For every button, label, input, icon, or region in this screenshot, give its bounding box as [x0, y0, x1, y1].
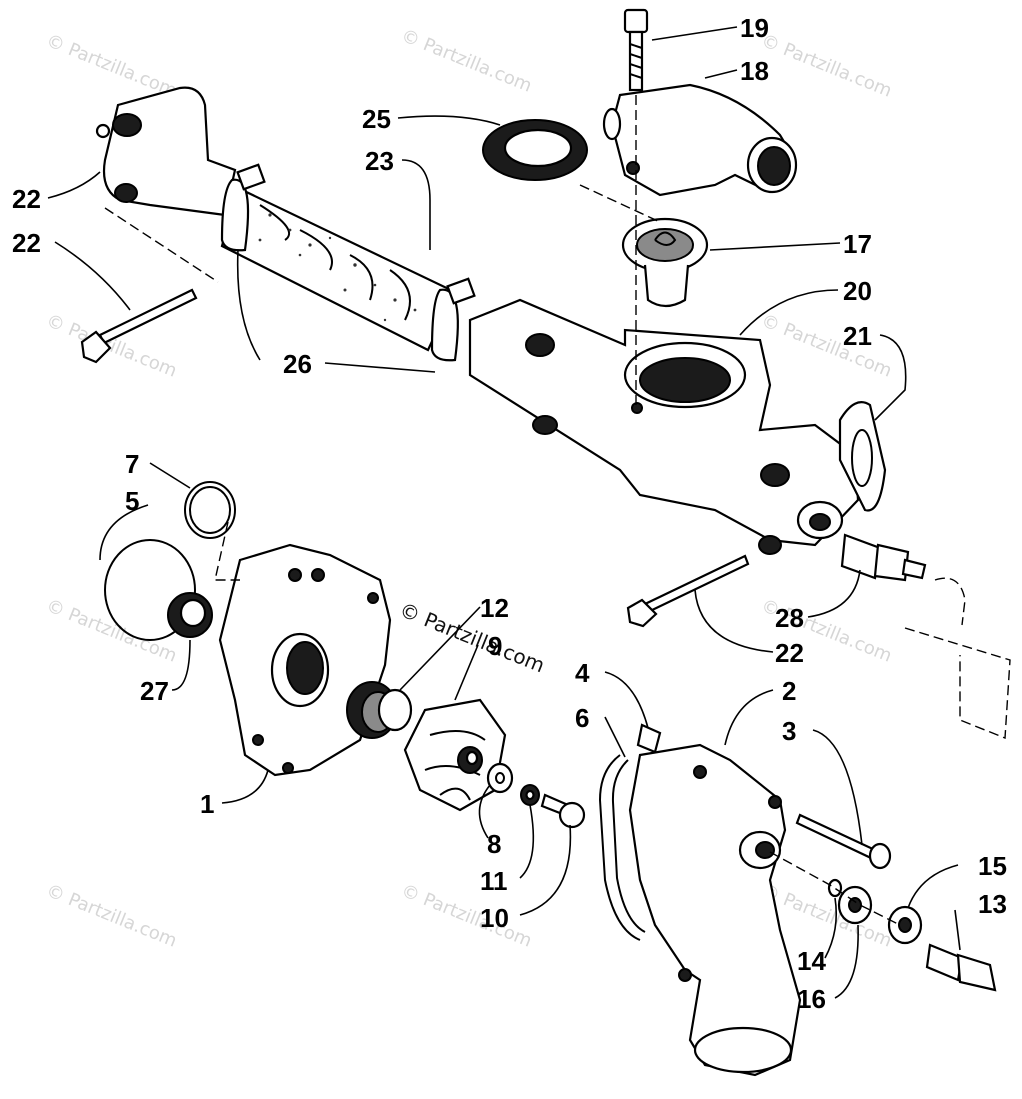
leader-lines [47, 26, 961, 999]
watermark: © Partzilla.com [758, 310, 895, 382]
callout-11: 11 [480, 866, 508, 896]
callout-21: 21 [843, 321, 872, 351]
callout-22-bottom: 22 [775, 638, 804, 668]
part-15-washer [887, 905, 923, 945]
callout-8: 8 [487, 829, 501, 859]
part-23-hose-fitting [95, 86, 237, 217]
watermark: © Partzilla.com [398, 25, 535, 97]
part-16-washer [837, 885, 873, 925]
callout-7: 7 [125, 449, 139, 479]
part-11-lock-washer [520, 784, 540, 806]
callout-3: 3 [782, 716, 796, 746]
part-13-drain-plug [925, 943, 997, 992]
part-25-hose-clamp [220, 163, 476, 362]
callout-4: 4 [575, 658, 590, 688]
callout-22-top: 22 [12, 228, 41, 258]
watermark: © Partzilla.com [43, 880, 180, 952]
callout-16: 16 [797, 984, 826, 1014]
part-17-thermostat [621, 217, 709, 308]
callout-19: 19 [740, 13, 769, 43]
callout-9: 9 [488, 631, 502, 661]
callout-14: 14 [797, 946, 826, 976]
callout-13: 13 [978, 889, 1007, 919]
part-28-temp-sensor [840, 533, 1011, 740]
callout-12: 12 [480, 593, 509, 623]
callout-26: 25 [362, 104, 391, 134]
callout-layer: 19 18 25 23 22 22 17 20 21 26 7 5 12 28 … [12, 13, 1007, 1014]
callout-17: 17 [843, 229, 872, 259]
part-12-mechanical-seal [346, 681, 413, 739]
part-6-o-ring [598, 754, 646, 941]
part-21-gasket [838, 401, 887, 512]
part-18-elbow [602, 83, 798, 197]
callout-25: 26 [283, 349, 312, 379]
part-3-bolt [795, 813, 892, 870]
part-20-water-manifold [468, 298, 860, 555]
part-27-seal [167, 592, 213, 638]
part-14-o-ring [827, 878, 843, 898]
callout-28: 28 [775, 603, 804, 633]
callout-10: 10 [480, 903, 509, 933]
callout-2: 2 [782, 676, 796, 706]
watermark-center: © Partzilla.com [396, 597, 548, 677]
part-2-pump-cover [628, 743, 802, 1077]
part-4-dowel-pin [636, 723, 662, 754]
callout-23: 22 [12, 184, 41, 214]
callout-24: 23 [365, 146, 394, 176]
callout-6: 6 [575, 703, 589, 733]
watermark: © Partzilla.com [43, 310, 180, 382]
part-1-pump-housing [218, 543, 392, 777]
part-8-washer [486, 762, 514, 794]
part-26-seal [482, 119, 588, 181]
watermark: © Partzilla.com [43, 30, 180, 102]
callout-20: 20 [843, 276, 872, 306]
callout-5: 5 [125, 486, 139, 516]
watermark: © Partzilla.com [398, 880, 535, 952]
part-5-o-ring [104, 539, 196, 641]
part-7-o-ring [184, 481, 236, 539]
watermark: © Partzilla.com [758, 30, 895, 102]
callout-1: 1 [200, 789, 214, 819]
parts-layer [80, 8, 1011, 1077]
part-9-impeller [403, 698, 507, 812]
part-22-bolt [80, 288, 750, 628]
part-19-bolt [623, 8, 649, 92]
callout-18: 18 [740, 56, 769, 86]
part-10-screw [540, 793, 586, 829]
callout-27: 27 [140, 676, 169, 706]
watermark: © Partzilla.com [43, 595, 180, 667]
callout-15: 15 [978, 851, 1007, 881]
part-24-hose [220, 186, 457, 352]
